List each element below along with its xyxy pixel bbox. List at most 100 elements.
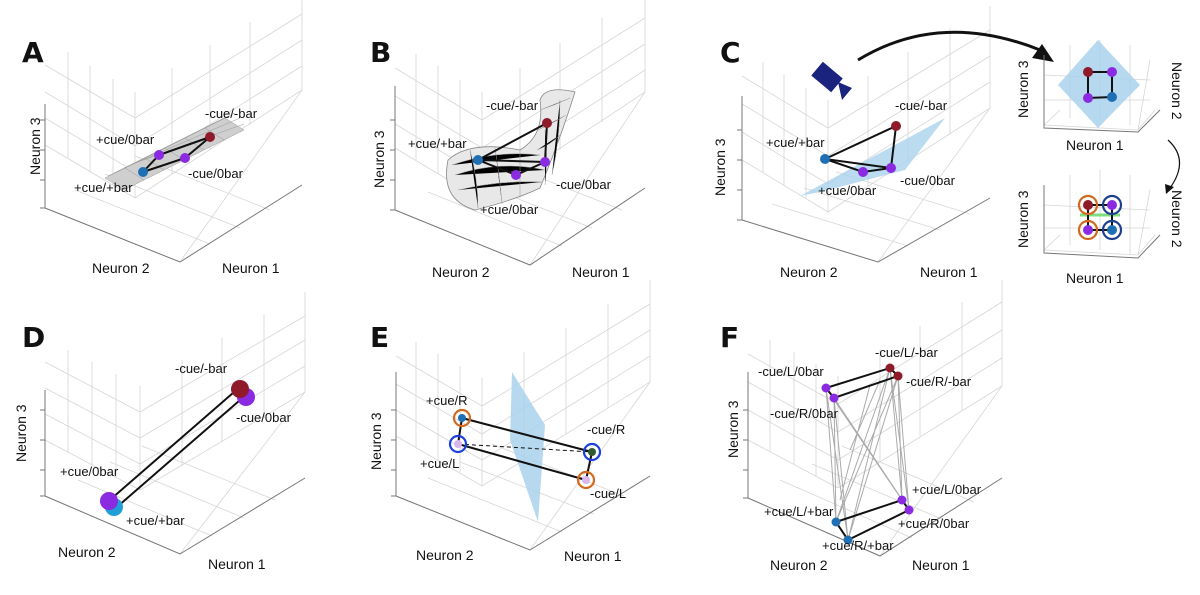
label-plus-cue-plus-bar: +cue/+bar [766,135,825,150]
panel-letter: D [22,321,45,354]
axis-label-z: Neuron 3 [1015,190,1031,248]
label-plus-cue-l: +cue/L [420,456,459,471]
axis-label-x: Neuron 1 [208,556,266,572]
label-minus-cue-l-minus-bar: -cue/L/-bar [875,345,939,360]
panel-b: B -cue/-bar +cue/+bar -cue/0bar +cue/0ba… [370,0,646,280]
label-plus-cue-l-0bar: +cue/L/0bar [912,482,982,497]
axis-label-y: Neuron 2 [770,557,828,573]
label-plus-cue-plus-bar: +cue/+bar [126,513,185,528]
axes-box [40,292,306,555]
ring-navy [448,434,468,454]
ring-orange [452,408,472,428]
connection-edge [110,385,248,508]
axis-label-x: Neuron 1 [564,548,622,564]
label-plus-cue-0bar: +cue/0bar [60,464,119,479]
point-purple [1107,67,1117,77]
point-purple [1083,93,1093,103]
arrow-icon [857,30,1041,62]
label-minus-cue-r: -cue/R [587,422,625,437]
inset-top: Neuron 3 Neuron 1 Neuron 2 [1015,40,1185,153]
connection-lines [825,367,910,541]
axes-box [743,280,1003,557]
axis-label-x: Neuron 1 [222,260,280,276]
axis-label-x: Neuron 1 [572,264,630,280]
point-plus-cue-r-0bar [904,505,914,515]
panel-f: F -cue/L/-bar -cue/L/0bar -cue/R/- [720,280,1003,573]
label-minus-cue-minus-bar: -cue/-bar [486,98,539,113]
label-minus-cue-0bar: -cue/0bar [236,410,292,425]
point-minus-cue-minus-bar [231,380,249,398]
label-minus-cue-minus-bar: -cue/-bar [175,361,228,376]
point-purple [1107,200,1117,210]
point-minus-cue-minus-bar [1083,200,1093,210]
label-plus-cue-r-0bar: +cue/R/0bar [898,516,970,531]
ring-orange [576,470,596,490]
point-plus-cue-0bar [154,150,164,160]
label-plus-cue-plus-bar: +cue/+bar [408,136,467,151]
axis-label-y: Neuron 2 [1169,62,1185,120]
label-minus-cue-0bar: -cue/0bar [900,173,956,188]
point-plus-cue-r-plus-bar [843,535,853,545]
panel-c: C -cue/-bar +cue/+bar -cue/0bar +cue/0ba… [712,6,1185,286]
point-minus-cue-r-0bar [829,393,839,403]
point-plus-cue-r [458,414,466,422]
ring-navy [1101,194,1123,216]
point-plus-cue-0bar [100,492,118,510]
label-plus-cue-r: +cue/R [426,393,468,408]
label-minus-cue-minus-bar: -cue/-bar [895,98,948,113]
point-minus-cue-0bar [540,157,550,167]
point-minus-cue-minus-bar [542,118,552,128]
axis-label-z: Neuron 3 [712,138,728,196]
panel-a: A -cue/-bar +cue/0bar -cue/0bar +cue/+ba… [22,0,303,276]
axes-box [390,0,646,266]
camera-icon [811,61,852,100]
axes-box [40,0,303,263]
dashed-connection [457,443,593,453]
point-minus-cue-0bar [180,153,190,163]
label-minus-cue-l-0bar: -cue/L/0bar [758,364,824,379]
label-minus-cue-0bar: -cue/0bar [188,166,244,181]
point-minus-cue-minus-bar [891,121,901,131]
panel-d: D -cue/-bar -cue/0bar +cue/0bar +cue/+ba… [13,292,306,572]
label-plus-cue-plus-bar: +cue/+bar [74,180,133,195]
axis-label-x: Neuron 1 [920,264,978,280]
projection-plane [800,118,945,196]
point-purple [1083,225,1093,235]
axis-label-z: Neuron 3 [725,400,741,458]
label-plus-cue-l-plus-bar: +cue/L/+bar [764,504,834,519]
panel-letter: C [720,36,741,69]
axes-box [737,6,991,263]
label-plus-cue-r-plus-bar: +cue/R/+bar [822,538,894,553]
arrowhead-icon [1165,184,1174,194]
label-minus-cue-r-0bar: -cue/R/0bar [770,406,839,421]
axis-label-z: Neuron 3 [371,130,387,188]
axis-label-x: Neuron 1 [912,557,970,573]
axis-label-y: Neuron 2 [780,264,838,280]
point-plus-cue-l [454,440,462,448]
projection-plane [1058,40,1140,128]
label-plus-cue-0bar: +cue/0bar [818,183,877,198]
point-minus-cue-0bar [886,163,896,173]
ring-navy [582,442,602,462]
axis-label-z: Neuron 3 [368,412,384,470]
point-minus-cue-r-minus-bar [893,371,903,381]
panel-letter: B [370,36,391,69]
axis-label-z: Neuron 3 [27,117,43,175]
point-plus-cue-plus-bar [1107,92,1117,102]
point-plus-cue-plus-bar [1107,225,1117,235]
axis-label-x: Neuron 1 [1066,270,1124,286]
inset-bottom: Neuron 3 Neuron 1 Neuron 2 [1015,170,1185,286]
label-minus-cue-l: -cue/L [590,486,626,501]
ring-navy [1101,219,1123,241]
label-plus-cue-0bar: +cue/0bar [480,202,539,217]
label-minus-cue-0bar: -cue/0bar [556,177,612,192]
arrow-down-icon [1167,139,1181,189]
point-minus-cue-l-0bar [821,383,831,393]
ring-orange [1077,219,1099,241]
point-plus-cue-l-plus-bar [831,517,841,527]
axis-label-x: Neuron 1 [1066,137,1124,153]
label-minus-cue-r-minus-bar: -cue/R/-bar [906,374,972,389]
arrowhead-icon [1032,44,1054,62]
axis-label-y: Neuron 2 [92,260,150,276]
axis-label-y: Neuron 2 [58,544,116,560]
